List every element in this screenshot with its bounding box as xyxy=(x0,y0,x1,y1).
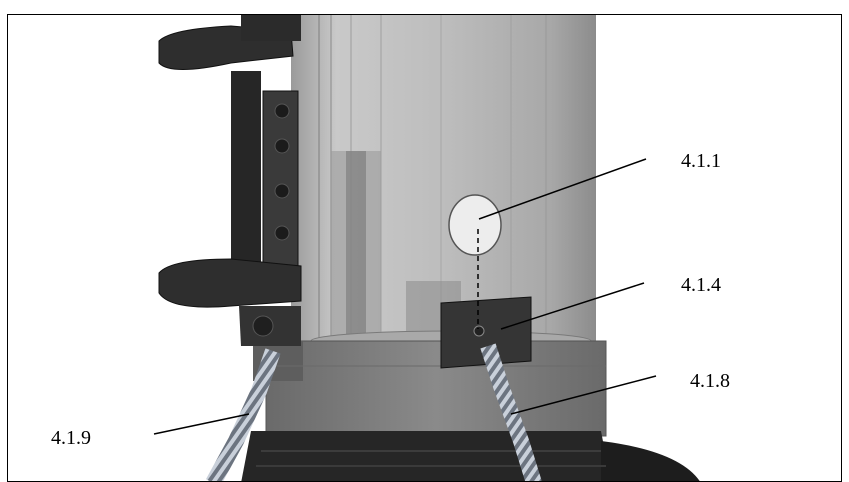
leader-line-419 xyxy=(153,413,250,435)
handle-assembly xyxy=(158,15,302,346)
collar-ring xyxy=(253,340,607,437)
device-illustration xyxy=(153,15,700,481)
leader-line-414 xyxy=(500,282,645,330)
leader-line-418 xyxy=(510,375,657,415)
braided-cable-left xyxy=(205,348,281,481)
callout-4-1-8: 4.1.8 xyxy=(690,370,730,392)
leader-line-411 xyxy=(478,158,647,220)
dark-base xyxy=(241,431,700,481)
figure-frame xyxy=(7,14,842,482)
callout-4-1-1: 4.1.1 xyxy=(681,150,721,172)
cylinder-tube xyxy=(291,15,596,352)
mounting-plate xyxy=(440,296,532,369)
round-cap xyxy=(448,194,502,256)
callout-4-1-9: 4.1.9 xyxy=(51,427,91,449)
handle-buttons xyxy=(274,103,290,241)
callout-4-1-4: 4.1.4 xyxy=(681,274,721,296)
